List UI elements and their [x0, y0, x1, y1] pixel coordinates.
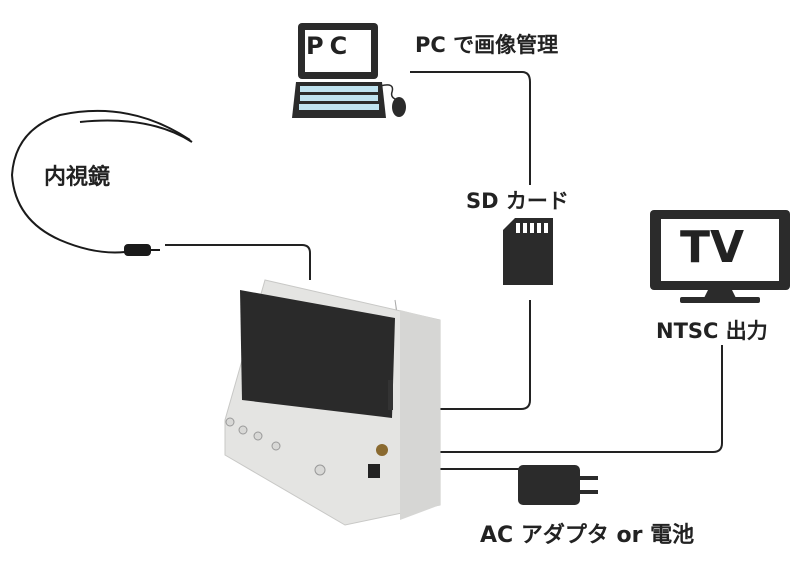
label-power: AC アダプタ or 電池 — [480, 523, 695, 548]
endoscope-icon — [10, 109, 193, 256]
line-endoscope-device — [165, 244, 311, 280]
pc-icon — [292, 23, 406, 118]
label-endoscope: 内視鏡 — [44, 165, 111, 190]
label-ntsc-output: NTSC 出力 — [656, 319, 768, 343]
line-tv-device — [395, 345, 723, 453]
line-sd-device — [408, 300, 531, 410]
pc-screen-text: PC — [306, 32, 354, 60]
label-sd-card: SD カード — [466, 189, 569, 213]
ac-adapter-icon — [518, 465, 598, 505]
label-pc: PC で画像管理 — [415, 33, 559, 57]
sd-card-icon — [503, 218, 553, 285]
tv-screen-text: TV — [680, 222, 745, 273]
line-pc-sd — [410, 71, 531, 185]
endoscope-monitor-device — [224, 279, 441, 526]
device-screen — [240, 290, 395, 418]
tv-icon — [650, 210, 790, 303]
